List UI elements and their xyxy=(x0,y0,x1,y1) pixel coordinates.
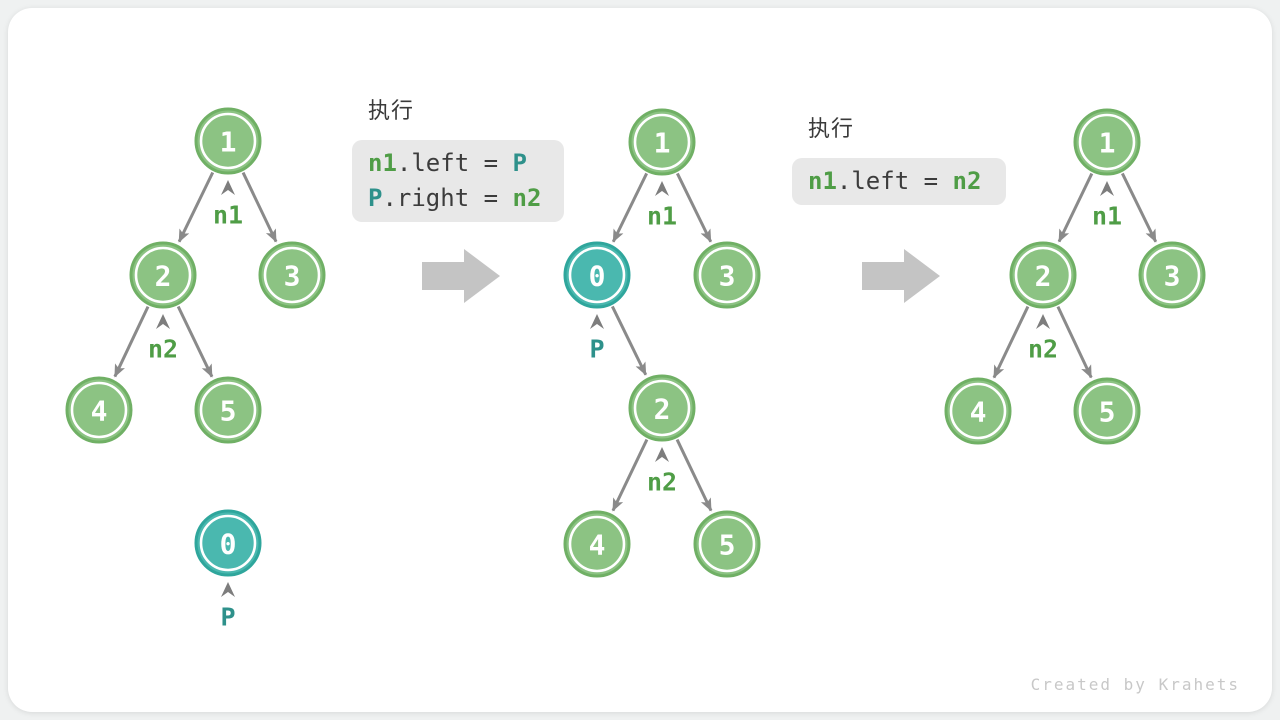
pointer-label: n2 xyxy=(647,468,677,497)
node-value: 0 xyxy=(220,528,237,561)
pointer-caret-icon xyxy=(221,582,235,597)
node-value: 1 xyxy=(654,127,671,160)
tree-node-3: 3 xyxy=(1138,241,1206,309)
node-value: 4 xyxy=(91,395,108,428)
tree-edge xyxy=(1056,306,1093,379)
pointer-label: n1 xyxy=(1092,202,1122,231)
pointer-caret-icon xyxy=(221,180,235,195)
pointer-n1: n1 xyxy=(213,180,243,230)
tree-node-2: 2 xyxy=(628,374,696,442)
node-value: 2 xyxy=(155,260,172,293)
tree-edge xyxy=(1057,172,1094,243)
node-value: 3 xyxy=(1164,260,1181,293)
tree-edge xyxy=(113,305,150,378)
node-value: 0 xyxy=(589,260,606,293)
node-value: 3 xyxy=(719,260,736,293)
tree-final: 1 2 3 4 5 n1 n2 xyxy=(944,108,1206,445)
tree-node-4: 4 xyxy=(65,376,133,444)
node-value: 4 xyxy=(970,396,987,429)
pointer-caret-icon xyxy=(655,181,669,196)
pointer-caret-icon xyxy=(1036,314,1050,329)
pointer-n1: n1 xyxy=(1092,181,1122,231)
pointer-n2: n2 xyxy=(1028,314,1058,364)
pointer-caret-icon xyxy=(590,314,604,329)
pointer-n2: n2 xyxy=(148,314,178,364)
node-value: 2 xyxy=(654,393,671,426)
tree-edge xyxy=(675,438,713,512)
tree-node-2: 2 xyxy=(129,241,197,309)
tree-node-2: 2 xyxy=(1009,241,1077,309)
tree-node-5: 5 xyxy=(1073,377,1141,445)
node-value: 3 xyxy=(284,260,301,293)
node-value: 2 xyxy=(1035,260,1052,293)
tree-node-5: 5 xyxy=(194,376,262,444)
tree-node-0: 0 xyxy=(194,509,262,577)
tree-edge xyxy=(676,172,713,243)
pointer-label: P xyxy=(220,603,235,632)
node-value: 1 xyxy=(1099,127,1116,160)
tree-node-1: 1 xyxy=(1073,108,1141,176)
pointer-caret-icon xyxy=(156,314,170,329)
node-value: 5 xyxy=(220,395,237,428)
node-value: 4 xyxy=(589,529,606,562)
tree-initial: 1 2 3 4 5 0 n1 n2P xyxy=(65,107,326,632)
tree-edge xyxy=(177,171,215,243)
tree-node-1: 1 xyxy=(628,108,696,176)
tree-node-4: 4 xyxy=(944,377,1012,445)
tree-edge xyxy=(176,305,214,378)
tree-node-5: 5 xyxy=(693,510,761,578)
pointer-P: P xyxy=(589,314,605,364)
pointer-n1: n1 xyxy=(647,181,677,231)
node-value: 5 xyxy=(719,529,736,562)
tree-node-3: 3 xyxy=(258,241,326,309)
pointer-caret-icon xyxy=(655,447,669,462)
pointer-caret-icon xyxy=(1100,181,1114,196)
tree-edge xyxy=(241,171,278,243)
watermark: Created by Krahets xyxy=(1030,675,1240,694)
node-value: 5 xyxy=(1099,396,1116,429)
pointer-n2: n2 xyxy=(647,447,677,497)
pointer-label: n2 xyxy=(1028,335,1058,364)
tree-edge xyxy=(1121,172,1158,243)
tree-edge xyxy=(992,305,1030,379)
flow-arrow-icon xyxy=(862,249,940,303)
pointer-label: n1 xyxy=(647,202,677,231)
node-value: 1 xyxy=(220,126,237,159)
tree-edge xyxy=(611,438,649,512)
tree-edge xyxy=(611,172,648,243)
tree-node-4: 4 xyxy=(563,510,631,578)
tree-edge xyxy=(611,305,648,376)
pointer-P: P xyxy=(220,582,236,632)
tree-node-3: 3 xyxy=(693,241,761,309)
pointer-label: n1 xyxy=(213,201,243,230)
pointer-label: P xyxy=(589,335,604,364)
flow-arrow-icon xyxy=(422,249,500,303)
tree-node-1: 1 xyxy=(194,107,262,175)
pointer-label: n2 xyxy=(148,335,178,364)
tree-node-0: 0 xyxy=(563,241,631,309)
